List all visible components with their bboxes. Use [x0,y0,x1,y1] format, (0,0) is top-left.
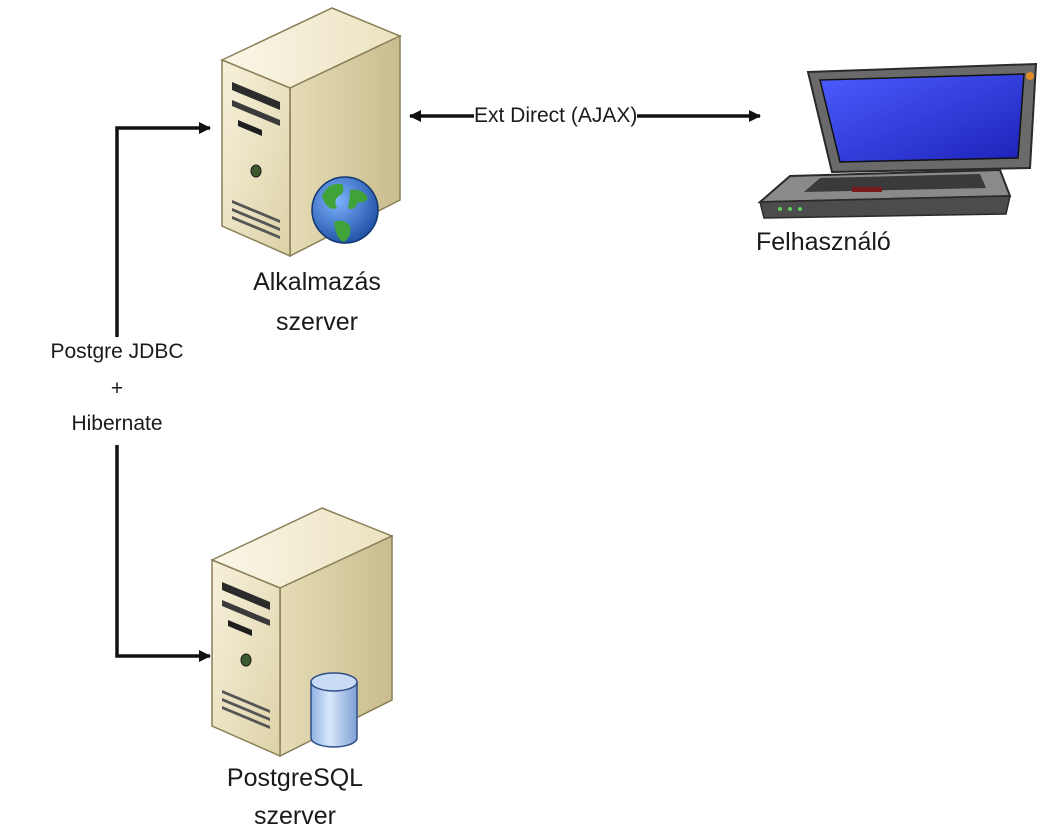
jdbc-line-lower [115,445,211,662]
user-label: Felhasználó [756,228,891,256]
db-server-label-line2: szerver [254,802,336,830]
app-server-label-line1: Alkalmazás [253,268,381,296]
globe-icon [311,176,379,244]
jdbc-edge-label-line1: Postgre JDBC [6,337,228,367]
jdbc-line-upper [115,122,211,338]
jdbc-connector [115,122,211,662]
database-icon [310,672,358,748]
laptop-icon [757,62,1038,219]
jdbc-edge-label-line2: + [6,374,228,404]
db-server-icon [210,507,394,758]
app-server-label-line2: szerver [276,308,358,336]
jdbc-edge-label-line3: Hibernate [6,409,228,439]
db-server-label-line1: PostgreSQL [226,764,364,792]
ajax-edge-label: Ext Direct (AJAX) [474,101,638,131]
